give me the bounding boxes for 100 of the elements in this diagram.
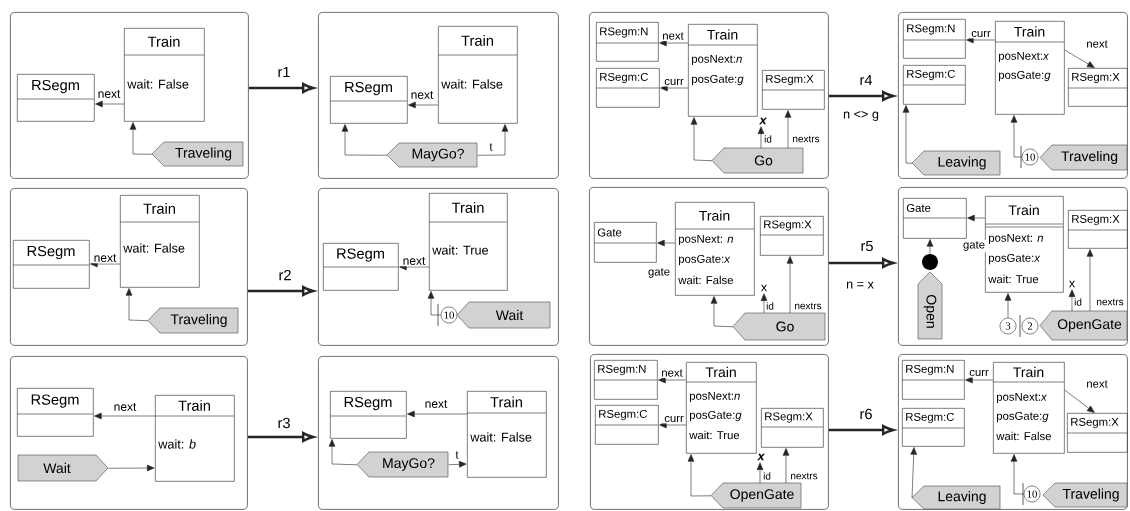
event-pentagon: OpenGate [710, 482, 802, 509]
class-box: Train wait: b [154, 395, 235, 482]
rule-panel [898, 12, 1128, 179]
rule-arrow [247, 431, 315, 443]
arrow [1004, 293, 1012, 318]
class-box: RSegm:N [901, 360, 965, 400]
edge-label: gate [646, 266, 672, 280]
edge-label: next [1084, 378, 1110, 390]
arrow [658, 376, 687, 384]
edge-label: curr [969, 29, 993, 39]
class-box: Gate [902, 198, 967, 239]
rule-panel [318, 356, 559, 510]
edge-label: next [659, 367, 685, 379]
class-box: RSegm:N [593, 360, 658, 400]
edge-label: curr [662, 77, 686, 87]
edge-label: nextrs [791, 134, 821, 144]
edge-label: next [92, 252, 118, 264]
arrow [408, 101, 439, 109]
edge-label: r3 [276, 416, 292, 430]
initial-dot [922, 254, 938, 270]
rule-panel [898, 187, 1128, 346]
arrow [659, 39, 689, 47]
class-box: Train posNext: n posGate:x wait: False [674, 202, 755, 296]
class-box: RSegm:X [1067, 68, 1128, 107]
class-box: Train wait: False [123, 28, 205, 122]
arrow [427, 291, 441, 316]
arrow [967, 214, 986, 222]
event-pentagon: MayGo? [386, 142, 478, 168]
rule-panel [589, 12, 829, 179]
class-box: RSegm:C [594, 405, 659, 445]
value-text: x [1069, 280, 1076, 288]
rule-panel [318, 188, 559, 346]
class-box: RSegm:C [902, 65, 966, 105]
arrow [1010, 115, 1022, 158]
arrow [1086, 249, 1094, 312]
class-box: RSegm:X [760, 408, 824, 448]
edge-label: next [112, 401, 138, 413]
arrow [95, 100, 125, 108]
edge-label: nextrs [793, 301, 823, 311]
class-box: RSegm:X [759, 216, 824, 256]
arrow [477, 124, 509, 156]
edge-label: r2 [277, 268, 293, 282]
event-pentagon: Traveling [147, 307, 239, 334]
class-box: Train posNext:x posGate:g [994, 21, 1065, 115]
event-pentagon: Wait [17, 454, 109, 482]
value-text: x [756, 453, 765, 461]
arrow [399, 263, 430, 271]
arrow [129, 122, 153, 155]
arrow [1068, 289, 1076, 312]
class-box: RSegm:C [901, 408, 965, 447]
rule-panel [10, 356, 248, 510]
class-box: RSegm [322, 243, 399, 291]
arrow [902, 105, 913, 164]
rule-panel [10, 188, 248, 346]
class-box: RSegm:C [595, 68, 660, 108]
event-pentagon: Traveling [151, 141, 244, 167]
event-pentagon: MayGo? [356, 451, 449, 478]
edge-label: t [488, 141, 494, 153]
rule-arrow [248, 82, 315, 94]
arrow [108, 464, 155, 472]
rule-arrow [828, 257, 895, 269]
edge-label: id [1072, 297, 1084, 307]
rule-arrow [247, 285, 315, 297]
edge-label: id [761, 471, 773, 481]
edge-label: r5 [859, 239, 875, 253]
class-box: Train wait: False [466, 391, 547, 478]
event-pentagon: Traveling [1042, 482, 1128, 508]
class-box: RSegm [16, 388, 94, 437]
event-pentagon: Leaving [911, 150, 1001, 176]
edge-label: next [96, 88, 122, 100]
arrow [926, 239, 934, 255]
class-box: RSegm [12, 240, 90, 289]
edge-label: nextrs [1095, 297, 1125, 307]
value-text: x [761, 284, 768, 292]
arrow [657, 239, 676, 247]
arrow [784, 110, 792, 149]
arrow [1010, 454, 1024, 495]
rule-panel [589, 187, 829, 346]
value-text: x [758, 117, 767, 125]
arrow [448, 461, 467, 468]
arrow [756, 462, 764, 484]
edge-label: nextrs [789, 471, 819, 481]
event-pentagon: Open [917, 271, 943, 340]
rule-panel [10, 12, 249, 179]
arrow [125, 288, 149, 322]
arrow [94, 412, 156, 420]
edge-label: r1 [276, 65, 292, 79]
edge-label: next [409, 89, 435, 101]
class-box: RSegm:N [595, 22, 659, 62]
class-box: Gate [593, 222, 657, 263]
rule-panel [590, 354, 829, 510]
class-box: Train posNext: n posGate:x wait: True [984, 196, 1064, 293]
class-box: RSegm:N [902, 19, 966, 59]
rule-condition: n <> g [843, 111, 879, 121]
edge-label: curr [967, 368, 991, 378]
class-box: RSegm [329, 76, 408, 124]
arrow [687, 454, 712, 497]
edge-label: r6 [858, 407, 874, 421]
edge-label: next [401, 255, 427, 267]
event-pentagon: OpenGate [1039, 310, 1128, 341]
